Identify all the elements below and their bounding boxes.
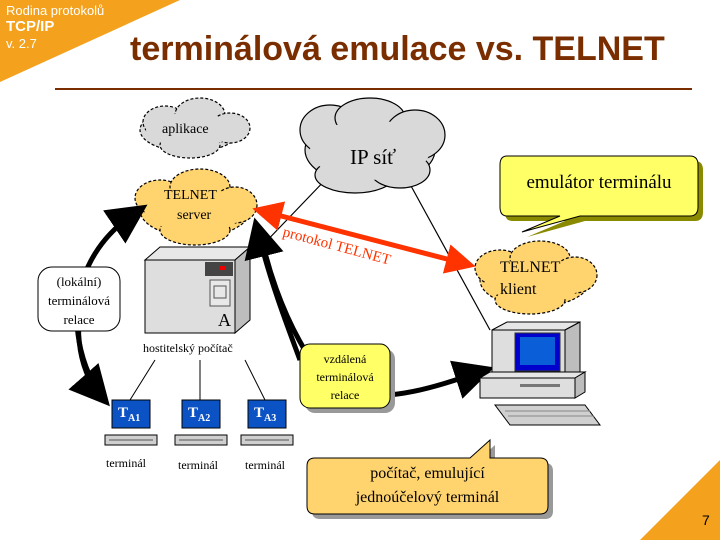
terminal-ta3-badge: TA3 <box>254 405 276 424</box>
terminal-ta1-label: terminál <box>106 456 146 470</box>
protocol-telnet-arrow <box>252 201 476 274</box>
link-host-ta3 <box>244 359 266 401</box>
pc-callout-shape <box>306 438 553 519</box>
terminal-ta2-badge: TA2 <box>188 405 210 424</box>
corner-line-1: Rodina protokolů <box>6 3 105 18</box>
host-computer <box>143 245 252 335</box>
terminal-ta2-badge-sub: A2 <box>198 413 211 424</box>
link-host-ta1 <box>129 359 156 401</box>
remote-session-line-2: terminálová <box>316 370 374 384</box>
local-session-text: (lokální) terminálová relace <box>38 272 120 329</box>
corner-line-3: v. 2.7 <box>6 36 37 51</box>
corner-triangle-bottom <box>640 460 720 540</box>
telnet-server-label-2: server <box>177 208 212 223</box>
terminal-ta2-badge-letter: T <box>188 405 199 421</box>
local-session-callout-shape <box>37 266 121 332</box>
pc-callout-line-1: počítač, emulující <box>370 465 485 482</box>
terminal-ta3-badge-sub: A3 <box>264 413 277 424</box>
local-session-line-3: relace <box>63 312 95 327</box>
title-divider <box>55 88 692 90</box>
remote-session-line-1: vzdálená <box>323 352 367 366</box>
ip-network-label: IP síť <box>350 145 397 169</box>
remote-session-line-3: relace <box>330 388 360 402</box>
terminal-ta3 <box>240 399 294 446</box>
remote-session-callout-shape <box>299 343 395 413</box>
pc-callout-line-2: jednoúčelový terminál <box>355 489 500 506</box>
ip-network-cloud <box>299 97 446 194</box>
remote-session-text: vzdálená terminálová relace <box>300 350 390 404</box>
telnet-server-label-1: TELNET <box>164 188 217 203</box>
local-session-line-2: terminálová <box>47 293 111 308</box>
corner-line-2: TCP/IP <box>6 18 55 35</box>
page-title: terminálová emulace vs. TELNET <box>130 30 665 68</box>
host-label: hostitelský počítač <box>143 341 233 355</box>
client-pc <box>478 321 601 426</box>
aplikace-label: aplikace <box>162 122 209 137</box>
remote-session-arrow-to-server <box>244 217 303 361</box>
page-number: 7 <box>702 512 710 528</box>
local-session-line-1: (lokální) <box>56 274 102 289</box>
host-letter: A <box>218 310 231 330</box>
emulator-callout-shape <box>499 155 703 237</box>
terminal-ta3-badge-letter: T <box>254 405 265 421</box>
emulator-callout-text: emulátor terminálu <box>526 172 672 193</box>
terminal-ta2-label: terminál <box>178 458 218 472</box>
corner-triangle-top <box>0 0 180 82</box>
terminal-ta1 <box>104 399 158 446</box>
telnet-client-cloud <box>474 240 598 315</box>
telnet-client-label-2: klient <box>500 281 537 298</box>
terminal-ta1-badge-sub: A1 <box>128 413 141 424</box>
aplikace-cloud <box>139 97 251 159</box>
terminal-ta3-label: terminál <box>245 458 285 472</box>
telnet-client-label-1: TELNET <box>500 259 561 276</box>
terminal-ta2 <box>174 399 228 446</box>
terminal-ta1-badge: TA1 <box>118 405 140 424</box>
pc-callout-text: počítač, emulující jednoúčelový terminál <box>307 462 548 510</box>
terminal-ta1-badge-letter: T <box>118 405 129 421</box>
telnet-server-cloud <box>134 168 258 246</box>
